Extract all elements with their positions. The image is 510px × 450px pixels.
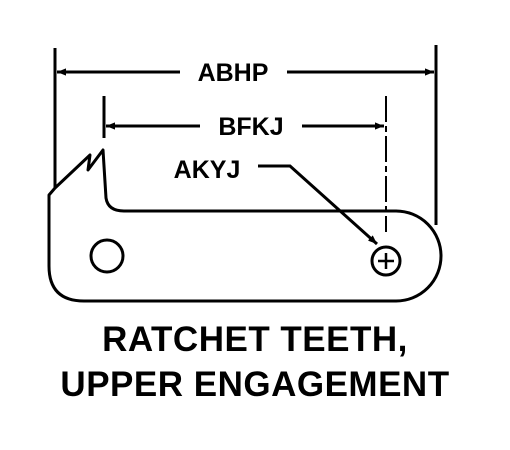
- dimension-label-abhp: ABHP: [198, 59, 269, 87]
- pivot-hole-left: [89, 238, 125, 274]
- callout-label-akyj: AKYJ: [174, 156, 241, 184]
- leader-line-akyj: [258, 164, 379, 246]
- pivot-hole-right: [370, 245, 402, 277]
- caption-line-2: UPPER ENGAGEMENT: [60, 365, 450, 404]
- ratchet-body-outline: [47, 148, 443, 303]
- dimension-label-bfkj: BFKJ: [218, 113, 283, 141]
- caption-line-1: RATCHET TEETH,: [102, 320, 408, 359]
